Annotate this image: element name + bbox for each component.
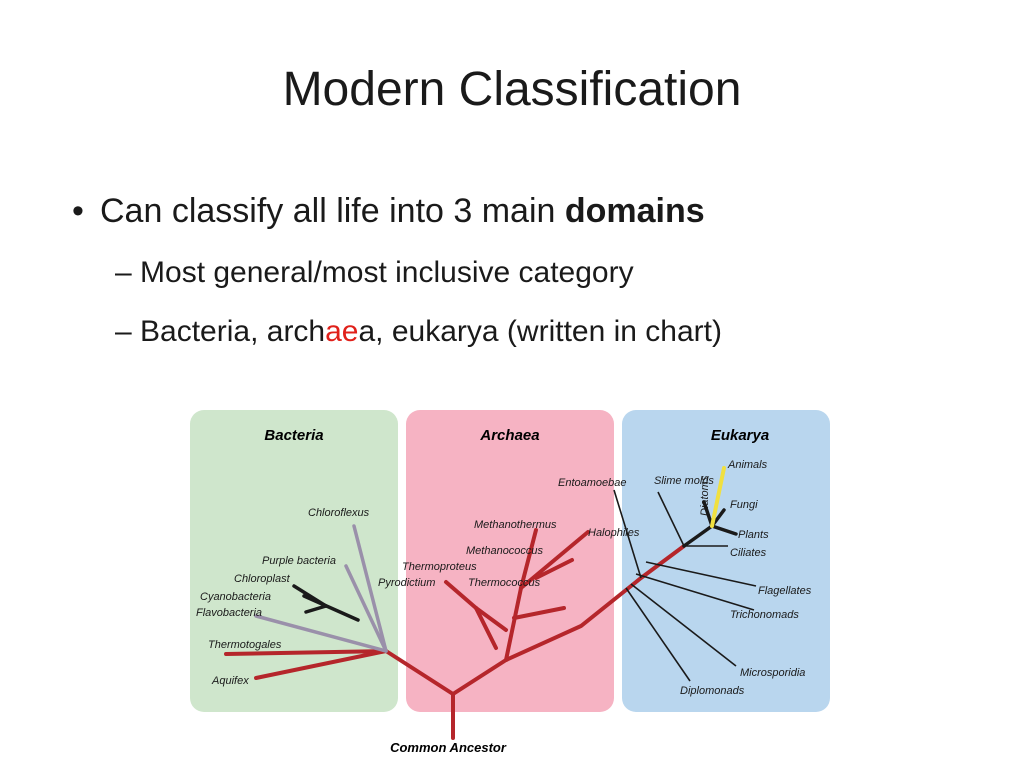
- slime-molds-branch: [657, 491, 685, 547]
- taxon-label: Pyrodictium: [378, 577, 435, 589]
- pyrodictium-branch: [474, 606, 508, 632]
- microsporidia-branch: [630, 583, 737, 667]
- main-bullet-text: Can classify all life into 3 main: [100, 192, 565, 230]
- main-branch: [384, 544, 686, 697]
- taxon-label: Methanococcus: [466, 545, 544, 557]
- crown-branch: [682, 524, 714, 548]
- taxon-label: Plants: [738, 529, 769, 541]
- eukarya-heading: Eukarya: [711, 427, 769, 444]
- taxon-label: Halophiles: [588, 527, 640, 539]
- diatoms-branch: [702, 500, 714, 528]
- aquifex-branch: [254, 649, 388, 680]
- taxon-label: Purple bacteria: [262, 555, 336, 567]
- sub-bullet-dash: –: [115, 256, 132, 289]
- taxon-label: Thermotogales: [208, 639, 282, 651]
- main-bullet: • Can classify all life into 3 main domai…: [72, 192, 705, 231]
- sub-bullet-2: – Bacteria, archaea, eukarya (written in…: [115, 315, 722, 349]
- taxon-label: Fungi: [730, 499, 758, 511]
- main-bullet-bold: domains: [564, 192, 705, 230]
- bacteria-heading: Bacteria: [264, 427, 323, 444]
- common-ancestor-label: Common Ancestor: [390, 740, 507, 755]
- bacteria-panel: [190, 410, 398, 712]
- sub-bullet-2-highlight: ae: [325, 315, 359, 348]
- taxon-label: Flavobacteria: [196, 607, 262, 619]
- diplomonads-branch: [625, 587, 691, 682]
- sub-bullet-dash: –: [115, 315, 132, 348]
- archaea-lower-branch: [474, 606, 498, 650]
- methanothermus-branch: [519, 528, 538, 590]
- sub-bullet-2-part-1: Bacteria, arch: [140, 315, 326, 348]
- flavobacteria-branch: [254, 614, 388, 653]
- taxon-label: Diplomonads: [680, 685, 745, 697]
- chloroplast-branch: [292, 584, 328, 608]
- halophiles-branch: [519, 530, 590, 590]
- sub-bullet-2-part-3: a, eukarya (written in chart): [358, 315, 722, 348]
- trichonomads-branch: [635, 573, 755, 611]
- thermococcus-branch: [512, 606, 566, 620]
- taxon-label: Cyanobacteria: [200, 591, 271, 603]
- sub-bullet-1-text: Most general/most inclusive category: [140, 256, 634, 289]
- cyanobacteria-branch: [302, 594, 360, 622]
- taxon-label: Animals: [727, 459, 768, 471]
- plants-branch: [710, 524, 738, 536]
- entoamoebae-branch: [613, 489, 642, 579]
- methanococcus-branch: [534, 558, 574, 580]
- taxon-label: Flagellates: [758, 585, 812, 597]
- chloroflexus-branch: [352, 524, 388, 653]
- taxon-label: Chloroplast: [234, 573, 291, 585]
- bullet-marker: •: [72, 192, 84, 230]
- taxon-label: Thermoproteus: [402, 561, 477, 573]
- eukarya-panel: [622, 410, 830, 712]
- taxon-label: Diatoms: [699, 475, 711, 516]
- taxon-label: Trichonomads: [730, 609, 799, 621]
- flagellates-branch: [645, 561, 757, 587]
- taxon-label: Thermococcus: [468, 577, 541, 589]
- slide-title: Modern Classification: [282, 63, 742, 116]
- taxon-label: Aquifex: [211, 675, 249, 687]
- sub-bullet-1: – Most general/most inclusive category: [115, 256, 634, 290]
- taxon-label: Slime molds: [654, 475, 714, 487]
- archaea-heading: Archaea: [479, 427, 539, 444]
- taxon-label: Microsporidia: [740, 667, 805, 679]
- thermotogales-branch: [224, 649, 388, 656]
- archaea-stem: [504, 586, 523, 662]
- purple-bacteria-branch: [344, 564, 388, 653]
- cyano-sub-branch: [304, 604, 328, 614]
- phylogenetic-tree: Bacteria Archaea Eukarya: [190, 410, 830, 755]
- taxon-label: Entoamoebae: [558, 477, 627, 489]
- taxon-label: Chloroflexus: [308, 507, 370, 519]
- taxon-label: Methanothermus: [474, 519, 557, 531]
- taxon-label: Ciliates: [730, 547, 767, 559]
- thermoproteus-branch: [444, 580, 478, 610]
- animals-branch: [710, 466, 726, 528]
